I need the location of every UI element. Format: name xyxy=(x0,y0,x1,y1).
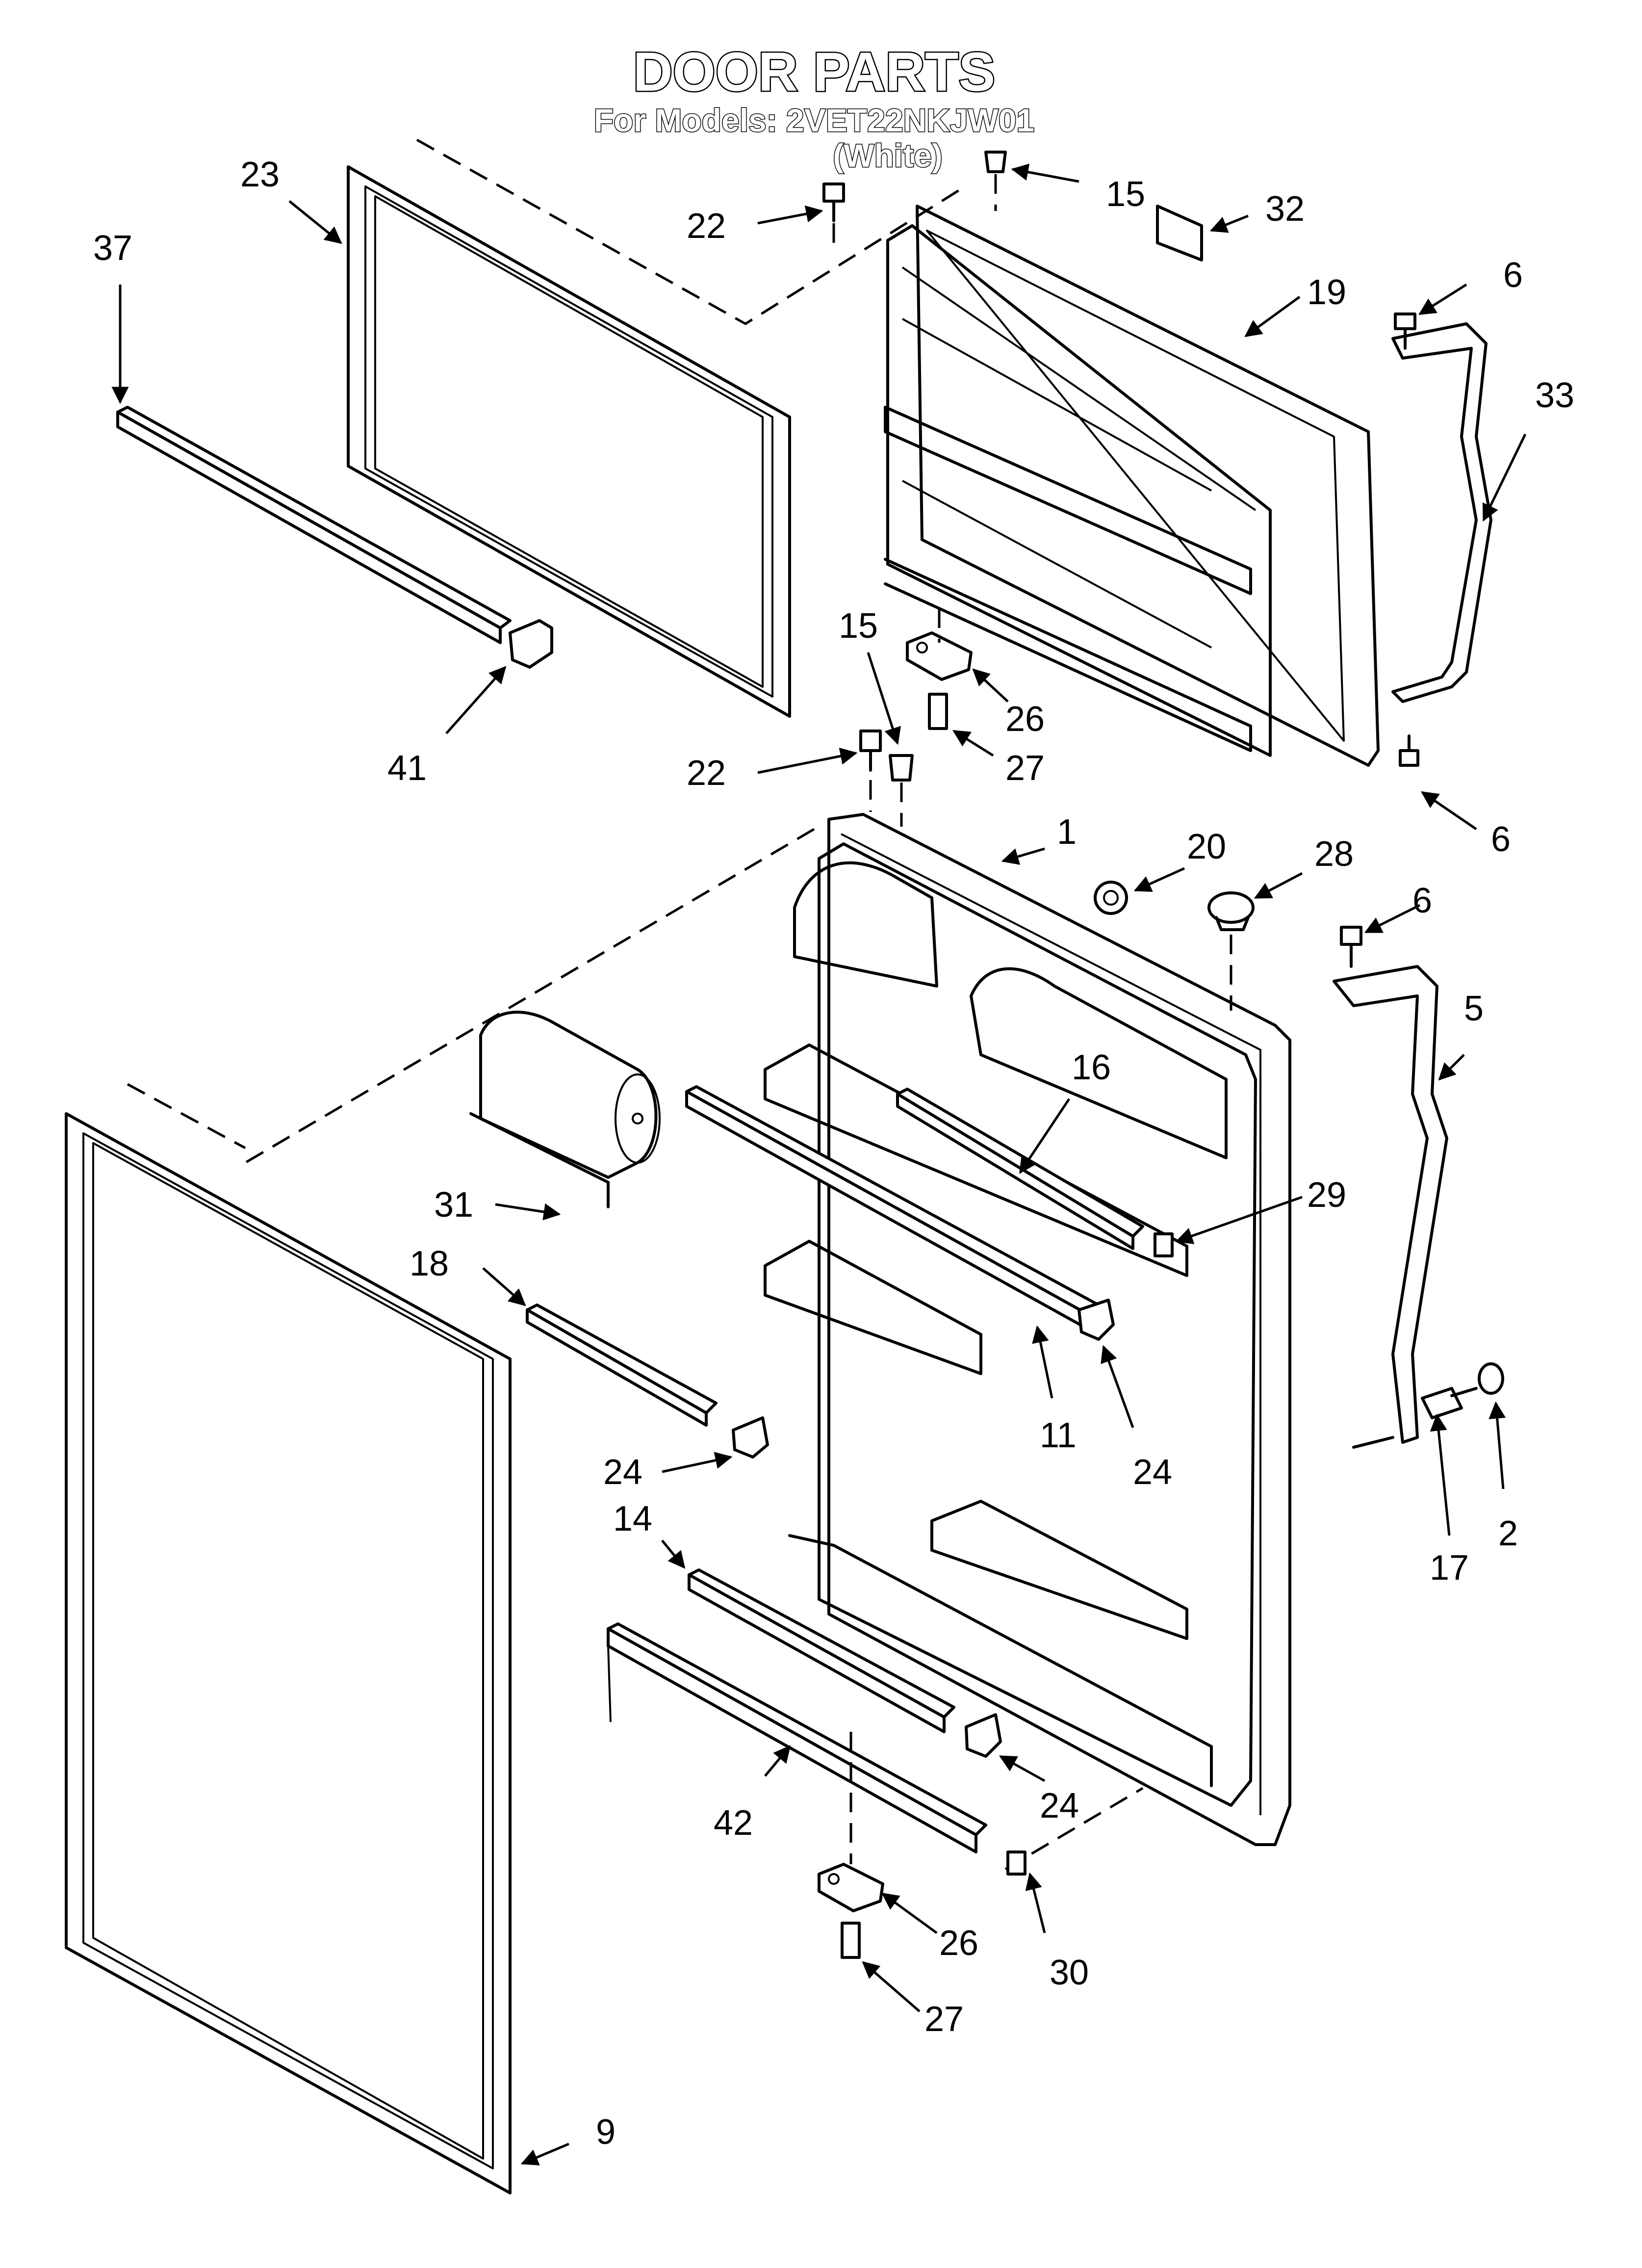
trim-bar-37 xyxy=(116,406,512,644)
fresh-food-gasket-9 xyxy=(65,1112,512,2194)
callout-5: 5 xyxy=(1464,989,1484,1028)
assembly-line-door xyxy=(244,828,815,1164)
freezer-handle-33 xyxy=(1391,322,1492,703)
callout-33: 33 xyxy=(1535,376,1574,415)
cap-2 xyxy=(1478,1362,1504,1395)
callout-26-lower: 26 xyxy=(939,1924,978,1963)
end-cap-24-a xyxy=(1078,1299,1115,1341)
end-cap-24-c xyxy=(965,1713,1002,1758)
door-interior-bins xyxy=(764,861,1228,1787)
callout-1: 1 xyxy=(1057,812,1077,852)
handle-base-line xyxy=(1352,1436,1394,1449)
end-cap-41 xyxy=(509,619,553,669)
callout-23: 23 xyxy=(240,155,280,194)
callout-22-middle: 22 xyxy=(687,754,726,793)
callout-28: 28 xyxy=(1314,834,1354,874)
callout-30: 30 xyxy=(1050,1953,1089,1992)
callout-18: 18 xyxy=(410,1244,449,1283)
callout-31: 31 xyxy=(434,1185,473,1225)
end-cap-29 xyxy=(1154,1232,1174,1257)
diagram-title: DOOR PARTS xyxy=(633,41,995,103)
callout-20: 20 xyxy=(1187,827,1226,866)
callout-9: 9 xyxy=(596,2112,616,2152)
hinge-screw-6-middle xyxy=(1340,926,1362,968)
callout-29: 29 xyxy=(1307,1175,1346,1215)
handle-5 xyxy=(1333,965,1448,1444)
callout-6-lower: 6 xyxy=(1491,820,1511,859)
hinge-26-upper xyxy=(906,631,973,681)
callout-2: 2 xyxy=(1498,1514,1518,1553)
trim-bar-11 xyxy=(685,1085,1100,1331)
callout-labels: 23 37 41 22 15 32 19 6 33 15 26 27 22 6 … xyxy=(93,155,1574,2152)
hinge-26-lower xyxy=(818,1863,884,1912)
plug-15-top xyxy=(984,151,1007,211)
callout-6-middle: 6 xyxy=(1412,881,1432,920)
callout-26-upper: 26 xyxy=(1005,700,1045,739)
callout-leaders xyxy=(111,163,1527,2165)
assembly-line-freezer-gasket xyxy=(416,138,962,325)
assembly-line-gasket xyxy=(127,1083,246,1149)
end-cap-24-b xyxy=(732,1416,769,1459)
callout-27-upper: 27 xyxy=(1005,749,1045,788)
trim-bar-42 xyxy=(607,1622,987,1853)
end-cap-30 xyxy=(1006,1851,1026,1876)
callout-27-lower: 27 xyxy=(924,2000,964,2039)
hinge-screw-6-top xyxy=(1394,313,1416,350)
callout-19: 19 xyxy=(1307,273,1346,312)
model-line: For Models: 2VET22NKJW01 xyxy=(594,102,1035,138)
hinge-screw-6-lower xyxy=(1399,734,1419,767)
hinge-screw-27-upper xyxy=(928,693,948,730)
trim-bar-14 xyxy=(688,1568,955,1733)
callout-15-top: 15 xyxy=(1106,175,1145,214)
callout-6-top: 6 xyxy=(1503,256,1523,295)
callout-17: 17 xyxy=(1430,1548,1469,1588)
callout-16: 16 xyxy=(1072,1048,1111,1087)
callout-11: 11 xyxy=(1040,1416,1077,1455)
callout-22-top: 22 xyxy=(687,207,726,246)
callout-14: 14 xyxy=(613,1499,652,1538)
screw-17 xyxy=(1421,1387,1478,1419)
trim-bar-18 xyxy=(526,1303,718,1427)
screw-22-top xyxy=(822,182,845,245)
fresh-food-door-1 xyxy=(818,813,1291,1846)
callout-41: 41 xyxy=(387,749,427,788)
callout-32: 32 xyxy=(1265,189,1305,229)
callout-15-middle: 15 xyxy=(839,606,878,646)
hinge-screw-27-lower xyxy=(841,1922,861,1959)
plug-15-middle xyxy=(889,754,914,827)
color-line: (White) xyxy=(833,137,943,174)
freezer-gasket-23 xyxy=(347,165,791,718)
dairy-cover-31 xyxy=(469,1011,661,1208)
label-32 xyxy=(1156,205,1203,261)
callout-24-c: 24 xyxy=(1040,1786,1079,1825)
button-20 xyxy=(1094,881,1128,915)
callout-24-a: 24 xyxy=(1133,1453,1172,1492)
screw-22-middle xyxy=(859,730,882,812)
assembly-line-door-bottom xyxy=(1004,1787,1144,1871)
callout-24-b: 24 xyxy=(603,1453,642,1492)
callout-42: 42 xyxy=(714,1803,753,1843)
plug-28 xyxy=(1207,891,1255,1011)
callout-37: 37 xyxy=(93,229,132,268)
freezer-door-liner-19 xyxy=(884,205,1380,767)
